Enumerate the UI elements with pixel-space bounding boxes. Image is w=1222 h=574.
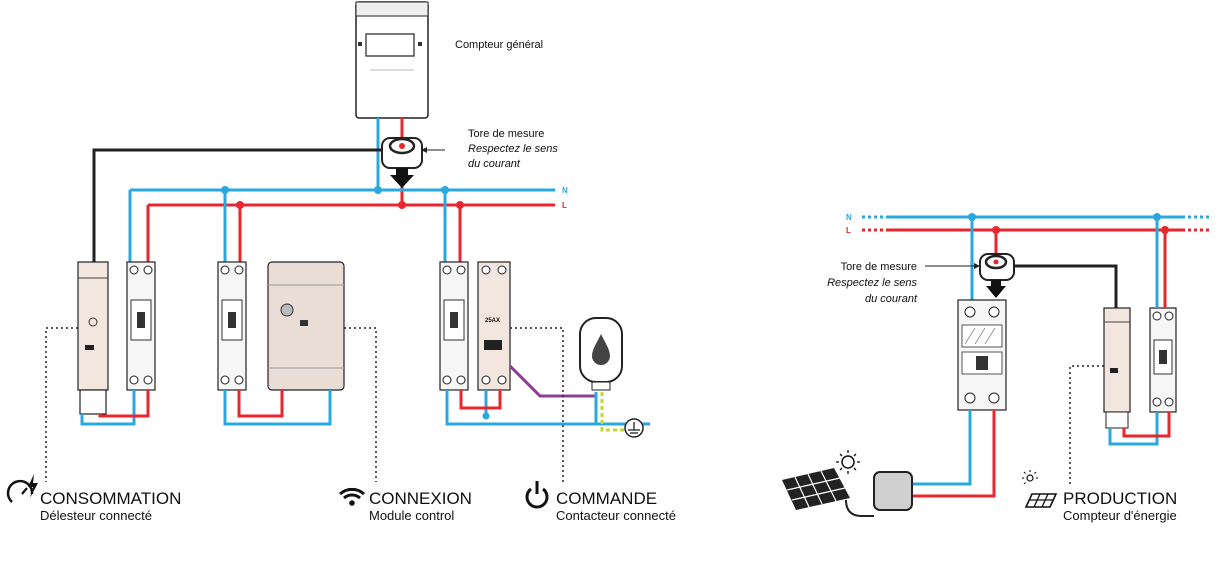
category-connexion-title: CONNEXION [369, 489, 472, 508]
ground-icon [624, 418, 644, 438]
toroid-right-line3: du courant [865, 293, 918, 305]
meter-label: Compteur général [455, 39, 543, 51]
solar-panel [782, 468, 850, 510]
category-commande-title: COMMANDE [556, 489, 657, 508]
main-meter [355, 1, 429, 119]
toroid-left-line1: Tore de mesure [468, 128, 544, 140]
category-consommation-subtitle: Délesteur connecté [40, 508, 152, 523]
breaker-1 [126, 261, 156, 391]
water-heater [579, 317, 623, 391]
category-consommation-title: CONSOMMATION [40, 489, 181, 508]
toroid-left-line2: Respectez le sens [468, 143, 558, 155]
breaker-3 [439, 261, 469, 391]
breaker-right [1149, 307, 1177, 413]
differential-breaker [957, 299, 1007, 411]
gauge-bolt-icon [6, 474, 38, 503]
live-bus-label-left: L [562, 201, 567, 210]
neutral-bus-label-right: N [846, 213, 852, 222]
toroid-left-line3: du courant [468, 158, 521, 170]
toroid-signal-wire [92, 148, 382, 262]
power-icon [525, 481, 549, 509]
neutral-bus-label-left: N [562, 186, 568, 195]
measurement-toroid-left [381, 137, 423, 188]
category-production-title: PRODUCTION [1063, 489, 1177, 508]
measurement-toroid-right [979, 253, 1015, 298]
contactor-rating: 25AX [485, 318, 500, 324]
energy-meter-device [1103, 307, 1131, 429]
solar-panel-icon [1022, 470, 1058, 508]
sun-icon [836, 450, 860, 474]
category-production-subtitle: Compteur d'énergie [1063, 508, 1177, 523]
inverter-box [873, 471, 913, 511]
toroid-right-signal-wire [1014, 264, 1118, 308]
control-module-device [267, 261, 345, 391]
toroid-right-line1: Tore de mesure [841, 261, 917, 273]
connected-contactor-device: 25AX [477, 261, 511, 391]
live-bus-label-right: L [846, 226, 851, 235]
wifi-icon [339, 487, 365, 506]
category-connexion-subtitle: Module control [369, 508, 454, 523]
breaker-2 [217, 261, 247, 391]
toroid-right-line2: Respectez le sens [827, 277, 917, 289]
load-shedder-device [77, 261, 109, 415]
category-commande-subtitle: Contacteur connecté [556, 508, 676, 523]
